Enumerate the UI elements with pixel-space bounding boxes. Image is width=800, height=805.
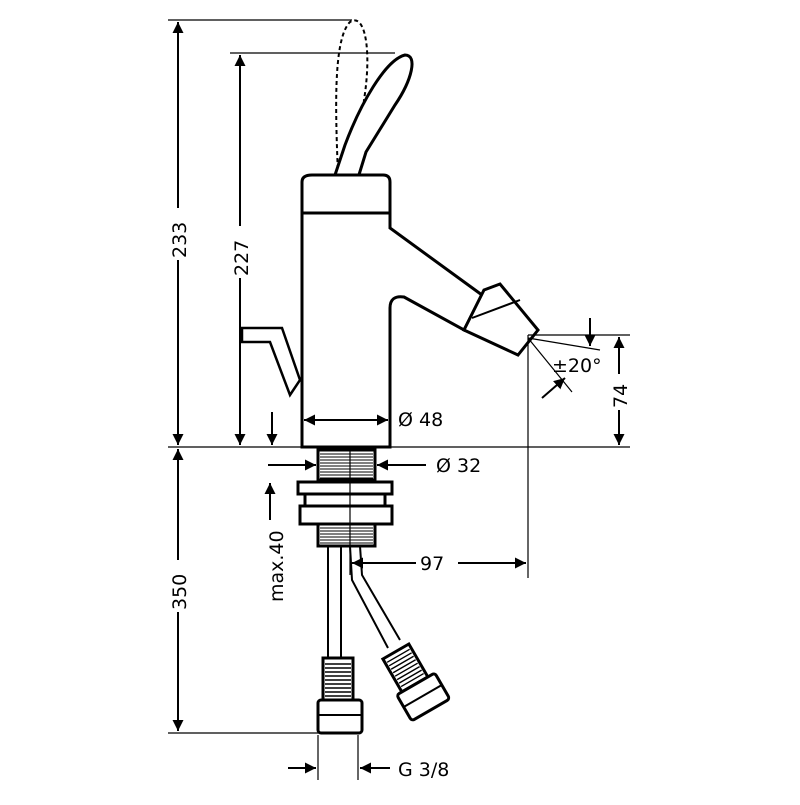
nut bbox=[298, 504, 394, 526]
label-connection: G 3/8 bbox=[398, 759, 449, 781]
lever-alt-position bbox=[335, 19, 369, 179]
label-diameter-32: Ø 32 bbox=[436, 455, 481, 477]
label-233: 233 bbox=[169, 222, 191, 258]
label-97: 97 bbox=[420, 553, 444, 575]
faucet-body bbox=[240, 19, 540, 449]
hose-straight bbox=[327, 546, 342, 660]
nut-straight bbox=[316, 698, 364, 735]
knurl-straight bbox=[325, 663, 351, 697]
thread-lines-upper bbox=[320, 453, 373, 479]
label-max40: max.40 bbox=[266, 530, 288, 602]
washer-1 bbox=[296, 480, 394, 496]
label-350: 350 bbox=[169, 574, 191, 610]
label-diameter-48: Ø 48 bbox=[398, 409, 443, 431]
angle-arrow-bottom bbox=[541, 377, 566, 399]
main-body bbox=[300, 211, 484, 449]
fitting-straight bbox=[321, 656, 355, 702]
hose-bent bbox=[349, 545, 401, 649]
thread-lines-lower bbox=[320, 527, 373, 544]
lever-cap bbox=[300, 173, 392, 215]
lever-handle bbox=[331, 53, 414, 180]
popup-rod bbox=[240, 326, 302, 398]
dimension-labels: 233 227 Ø 48 Ø 32 max.40 97 74 ±20° 350 … bbox=[166, 208, 632, 781]
washer-2 bbox=[303, 492, 387, 508]
nozzle-line bbox=[471, 299, 521, 319]
label-angle: ±20° bbox=[552, 355, 602, 377]
fitting-angled bbox=[380, 641, 451, 722]
label-227: 227 bbox=[231, 240, 253, 276]
hoses bbox=[316, 545, 451, 735]
shank-assembly bbox=[296, 448, 394, 548]
label-74: 74 bbox=[610, 384, 632, 408]
